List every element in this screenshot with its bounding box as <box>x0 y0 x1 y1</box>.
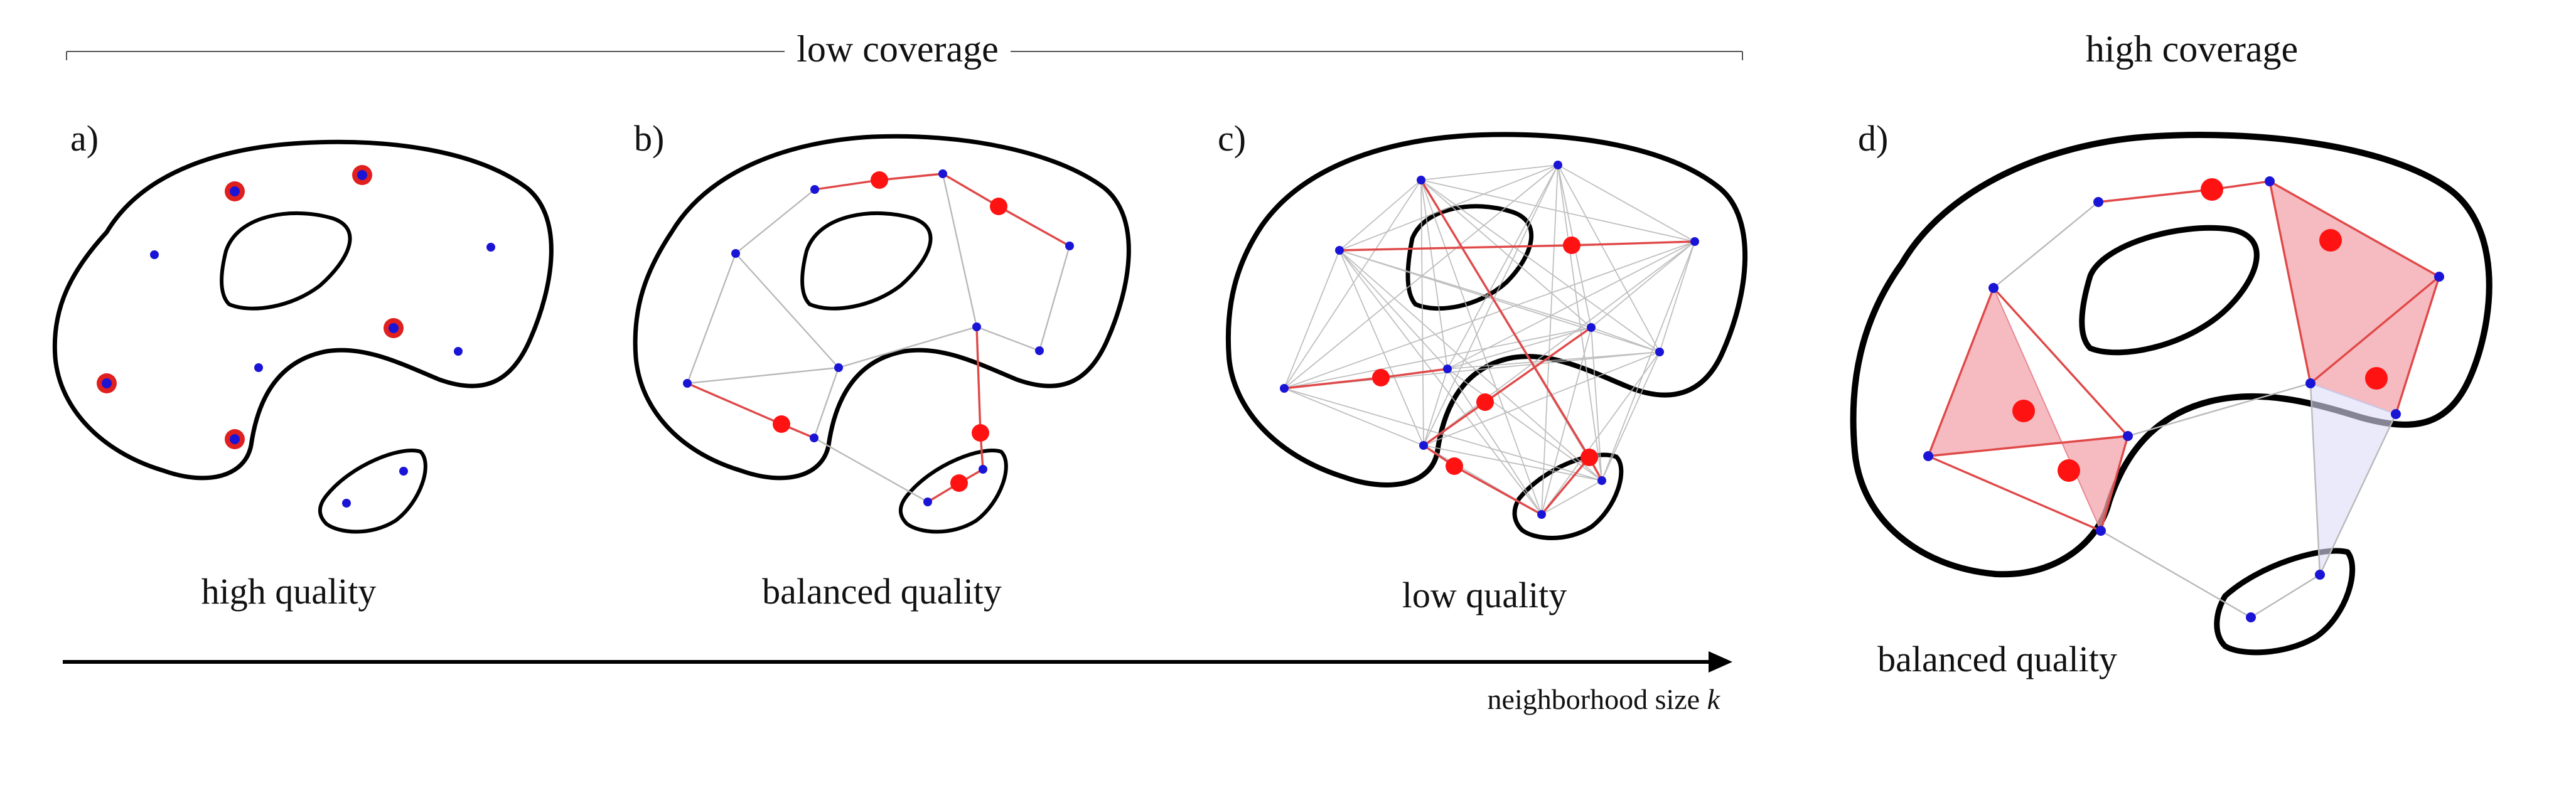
panel-b-quality-label: balanced quality <box>762 571 1002 612</box>
panel-d-simplices <box>1927 180 2440 575</box>
panel-c-quality-label: low quality <box>1402 575 1567 615</box>
panel-d-letter: d) <box>1858 118 1888 159</box>
panel-a-landmarks <box>97 165 404 449</box>
panel-b-inner-hole <box>800 211 933 311</box>
panel-c: c) <box>1218 118 1747 615</box>
panel-a-quality-label: high quality <box>201 571 377 612</box>
panel-a-letter: a) <box>70 118 99 159</box>
panel-c-manifold-outline <box>1225 132 1747 487</box>
panel-d-gray-edges <box>1993 201 2397 619</box>
panel-a-sample-points <box>150 243 495 508</box>
panel-d-faint-simplex <box>2309 382 2397 575</box>
panel-b-small-island <box>898 449 1008 534</box>
panel-a: a) high quality <box>52 118 554 612</box>
panel-b-red-edges <box>687 173 1070 503</box>
panel-c-letter: c) <box>1218 118 1246 159</box>
panel-b-letter: b) <box>634 118 664 159</box>
panel-b-sample-points <box>683 169 1074 506</box>
panel-d-red-edges <box>1927 180 2440 532</box>
panel-c-sample-points <box>1280 161 1699 519</box>
panel-b-landmarks <box>773 171 1007 492</box>
panel-c-landmarks <box>1372 237 1598 475</box>
panel-a-inner-hole <box>220 211 352 311</box>
neighborhood-size-arrow <box>63 651 1732 673</box>
low-coverage-label: low coverage <box>797 28 999 70</box>
panel-c-gray-edges <box>1284 164 1695 515</box>
panel-d-sample-points <box>1923 176 2444 622</box>
low-coverage-bracket <box>66 51 1743 60</box>
panel-b-manifold-outline <box>633 134 1131 481</box>
panel-b: b) <box>633 118 1131 612</box>
neighborhood-size-label: neighborhood size k <box>1488 683 1721 715</box>
panel-c-small-island <box>1512 452 1624 540</box>
panel-d-small-island <box>2214 548 2356 656</box>
panel-c-red-edges <box>1284 179 1695 516</box>
panel-d-quality-label: balanced quality <box>1877 639 2117 679</box>
panel-a-manifold-outline <box>52 139 554 481</box>
panel-c-inner-hole <box>1405 204 1533 311</box>
panel-d-inner-hole <box>2079 225 2260 356</box>
high-coverage-label: high coverage <box>2086 28 2298 70</box>
panel-a-small-island <box>318 449 427 534</box>
panel-d: d) <box>1850 118 2493 679</box>
panel-d-landmarks <box>2012 178 2388 482</box>
panel-b-gray-edges <box>686 173 1071 503</box>
